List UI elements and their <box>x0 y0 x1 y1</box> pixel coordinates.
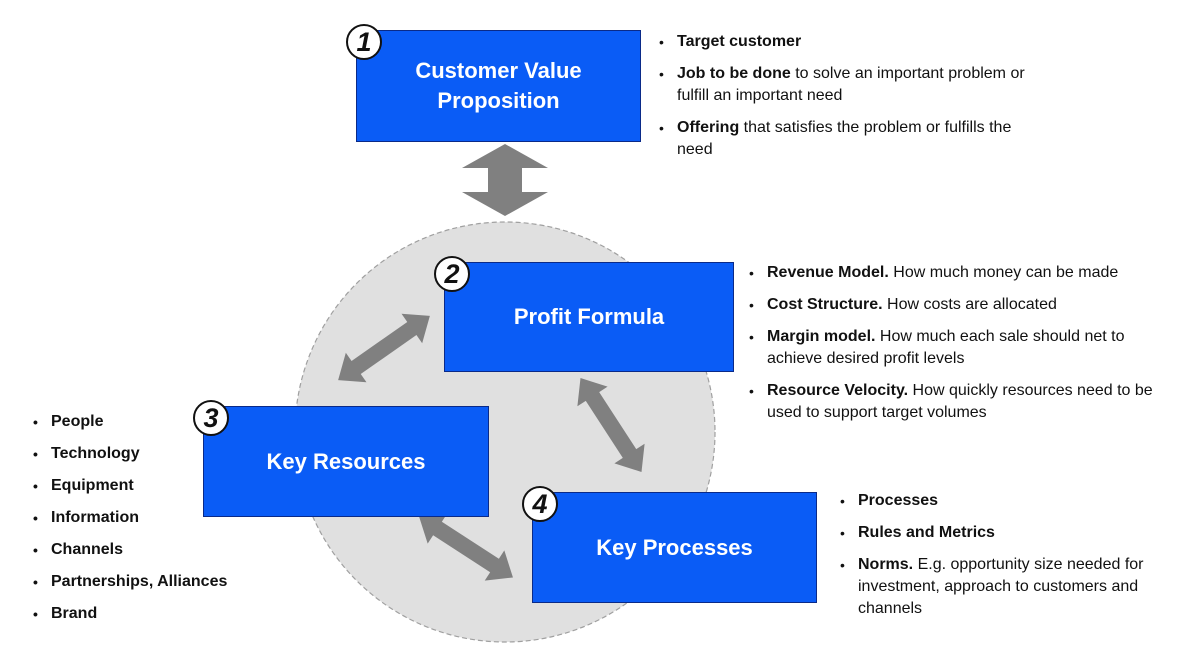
resources-title: Key Resources <box>266 448 426 474</box>
processes-item: Rules and Metrics <box>840 522 1190 544</box>
arrow-cvp-profit <box>462 144 548 216</box>
processes-title: Key Processes <box>596 534 753 560</box>
badge-2: 2 <box>434 256 470 292</box>
profit-title: Profit Formula <box>513 304 665 330</box>
badge-1: 1 <box>346 24 382 60</box>
processes-item: Norms. E.g. opportunity size needed for … <box>840 554 1190 620</box>
badge-4: 4 <box>522 486 558 522</box>
cvp-title-line2: Proposition <box>437 88 560 113</box>
resources-item: Technology <box>33 443 283 465</box>
arrow-resources-processes <box>419 513 513 581</box>
processes-item: Processes <box>840 490 1190 512</box>
arrow-profit-processes <box>577 378 645 472</box>
box-key-processes: Key Processes <box>532 492 817 603</box>
cvp-item: Offering that satisfies the problem or f… <box>659 117 1039 161</box>
resources-item: Channels <box>33 539 283 561</box>
profit-details-list: Revenue Model. How much money can be mad… <box>749 262 1159 434</box>
arrow-resources-profit <box>338 313 430 383</box>
resources-item: Partnerships, Alliances <box>33 571 283 593</box>
resources-item: People <box>33 411 283 433</box>
resources-item: Information <box>33 507 283 529</box>
resources-item: Brand <box>33 603 283 625</box>
cvp-item: Target customer <box>659 31 1039 53</box>
processes-details-list: Processes Rules and Metrics Norms. E.g. … <box>840 490 1190 630</box>
box-key-resources: Key Resources <box>203 406 489 517</box>
profit-item: Revenue Model. How much money can be mad… <box>749 262 1159 284</box>
profit-item: Resource Velocity. How quickly resources… <box>749 380 1159 424</box>
resources-details-list: People Technology Equipment Information … <box>33 411 283 635</box>
cvp-title-line1: Customer Value <box>415 58 582 84</box>
box-profit-formula: Profit Formula <box>444 262 734 372</box>
resources-item: Equipment <box>33 475 283 497</box>
profit-item: Margin model. How much each sale should … <box>749 326 1159 370</box>
box-customer-value-proposition: Customer Value Proposition <box>356 30 641 142</box>
cvp-item: Job to be done to solve an important pro… <box>659 63 1039 107</box>
profit-item: Cost Structure. How costs are allocated <box>749 294 1159 316</box>
cvp-details-list: Target customer Job to be done to solve … <box>659 31 1039 171</box>
